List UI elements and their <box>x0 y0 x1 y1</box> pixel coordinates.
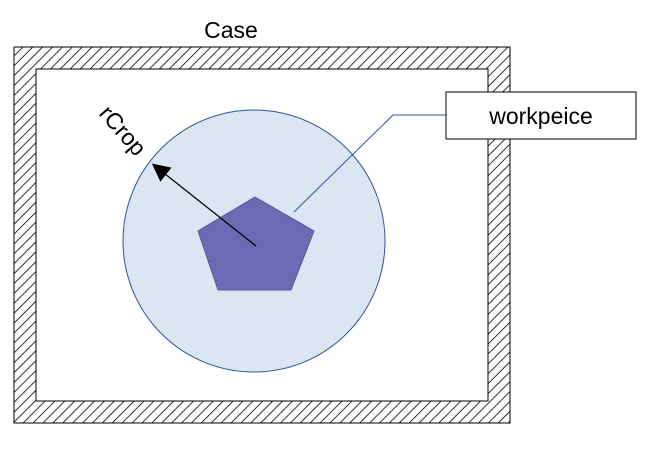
workpiece-leader-line <box>293 114 446 213</box>
workpiece-label: workpeice <box>488 103 593 129</box>
case-label: Case <box>204 17 258 43</box>
workpiece-callout: workpeice <box>445 91 637 140</box>
radius-arrow-icon <box>151 163 257 247</box>
workpiece-pentagon <box>197 196 315 291</box>
